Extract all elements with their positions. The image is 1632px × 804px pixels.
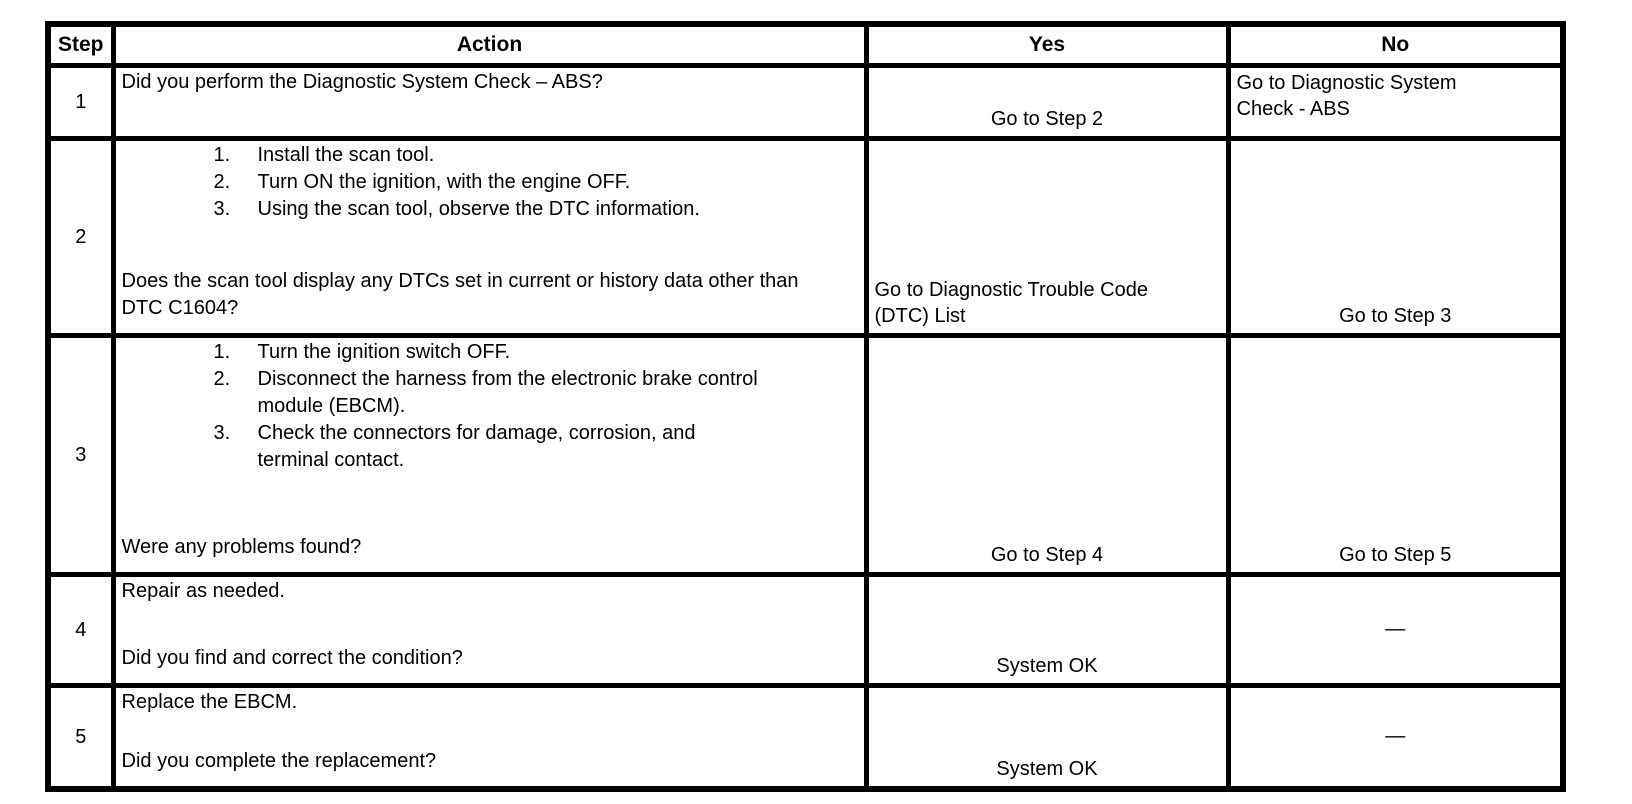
yes-text: System OK: [996, 758, 1098, 780]
no-cell: —: [1225, 683, 1566, 792]
action-question: Did you find and correct the condition?: [121, 647, 463, 669]
no-cell: Go to Step 3: [1225, 136, 1566, 338]
list-item: 2. Disconnect the harness from the elect…: [214, 366, 858, 420]
yes-text: System OK: [996, 655, 1098, 677]
yes-cell: System OK: [863, 572, 1231, 688]
action-cell: 1. Install the scan tool. 2. Turn ON the…: [110, 136, 869, 338]
list-marker: 2.: [213, 171, 231, 193]
list-item-text: Check the connectors for damage, corrosi…: [257, 422, 696, 471]
numbered-list: 1. Turn the ignition switch OFF. 2. Disc…: [214, 339, 858, 474]
list-marker: 1.: [213, 341, 231, 363]
yes-cell: System OK: [863, 683, 1231, 792]
action-text: Did you perform the Diagnostic System Ch…: [121, 71, 603, 93]
no-cell: Go to Step 5: [1225, 333, 1566, 577]
diagnostic-table: Step Action Yes No 1 Did you perform the…: [45, 21, 1566, 792]
table-row-step-5: 5 Replace the EBCM. Did you complete the…: [45, 683, 1566, 792]
header-cell-step: Step: [45, 21, 116, 68]
action-cell: 1. Turn the ignition switch OFF. 2. Disc…: [110, 333, 869, 577]
list-marker: 1.: [213, 144, 231, 166]
list-item: 3. Using the scan tool, observe the DTC …: [214, 196, 858, 223]
no-dash: —: [1385, 618, 1406, 640]
list-item: 3. Check the connectors for damage, corr…: [214, 420, 858, 474]
list-item-text: Using the scan tool, observe the DTC inf…: [257, 198, 700, 220]
action-cell: Replace the EBCM. Did you complete the r…: [110, 683, 869, 792]
yes-text: Go to Step 4: [990, 544, 1104, 566]
list-marker: 3.: [213, 422, 231, 444]
action-text: Replace the EBCM.: [121, 691, 298, 713]
action-cell: Did you perform the Diagnostic System Ch…: [110, 63, 869, 141]
step-number: 3: [45, 333, 116, 577]
no-cell: Go to Diagnostic System Check - ABS: [1225, 63, 1566, 141]
table-row-step-2: 2 1. Install the scan tool. 2. Turn ON t…: [45, 136, 1566, 338]
list-item-text: Install the scan tool.: [257, 144, 435, 166]
numbered-list: 1. Install the scan tool. 2. Turn ON the…: [214, 142, 858, 223]
step-number: 5: [45, 683, 116, 792]
action-question: Were any problems found?: [121, 536, 362, 558]
action-question: Does the scan tool display any DTCs set …: [121, 270, 799, 319]
list-item: 2. Turn ON the ignition, with the engine…: [214, 169, 858, 196]
step-number: 1: [45, 63, 116, 141]
list-item: 1. Turn the ignition switch OFF.: [214, 339, 858, 366]
list-marker: 2.: [213, 368, 231, 390]
table-row-step-4: 4 Repair as needed. Did you find and cor…: [45, 572, 1566, 688]
table-row-step-3: 3 1. Turn the ignition switch OFF. 2. Di…: [45, 333, 1566, 577]
table-row-step-1: 1 Did you perform the Diagnostic System …: [45, 63, 1566, 141]
diagnostic-table-container: Step Action Yes No 1 Did you perform the…: [45, 21, 1566, 792]
list-item: 1. Install the scan tool.: [214, 142, 858, 169]
action-text: Repair as needed.: [121, 580, 285, 602]
step-number: 2: [45, 136, 116, 338]
header-cell-yes: Yes: [863, 21, 1231, 68]
no-text: Go to Step 3: [1339, 305, 1452, 327]
step-number: 4: [45, 572, 116, 688]
yes-cell: Go to Step 4: [863, 333, 1231, 577]
yes-text: Go to Diagnostic Trouble Code (DTC) List: [874, 279, 1149, 327]
yes-text: Go to Step 2: [990, 108, 1104, 130]
header-row: Step Action Yes No: [45, 21, 1566, 68]
yes-cell: Go to Diagnostic Trouble Code (DTC) List: [863, 136, 1231, 338]
list-item-text: Turn ON the ignition, with the engine OF…: [257, 171, 631, 193]
header-cell-no: No: [1225, 21, 1566, 68]
action-cell: Repair as needed. Did you find and corre…: [110, 572, 869, 688]
no-text: Go to Diagnostic System Check - ABS: [1236, 72, 1457, 120]
no-cell: —: [1225, 572, 1566, 688]
no-text: Go to Step 5: [1339, 544, 1452, 566]
action-question: Did you complete the replacement?: [121, 750, 437, 772]
list-marker: 3.: [213, 198, 231, 220]
list-item-text: Turn the ignition switch OFF.: [257, 341, 511, 363]
list-item-text: Disconnect the harness from the electron…: [257, 368, 758, 417]
yes-cell: Go to Step 2: [863, 63, 1231, 141]
no-dash: —: [1385, 725, 1406, 747]
header-cell-action: Action: [110, 21, 869, 68]
